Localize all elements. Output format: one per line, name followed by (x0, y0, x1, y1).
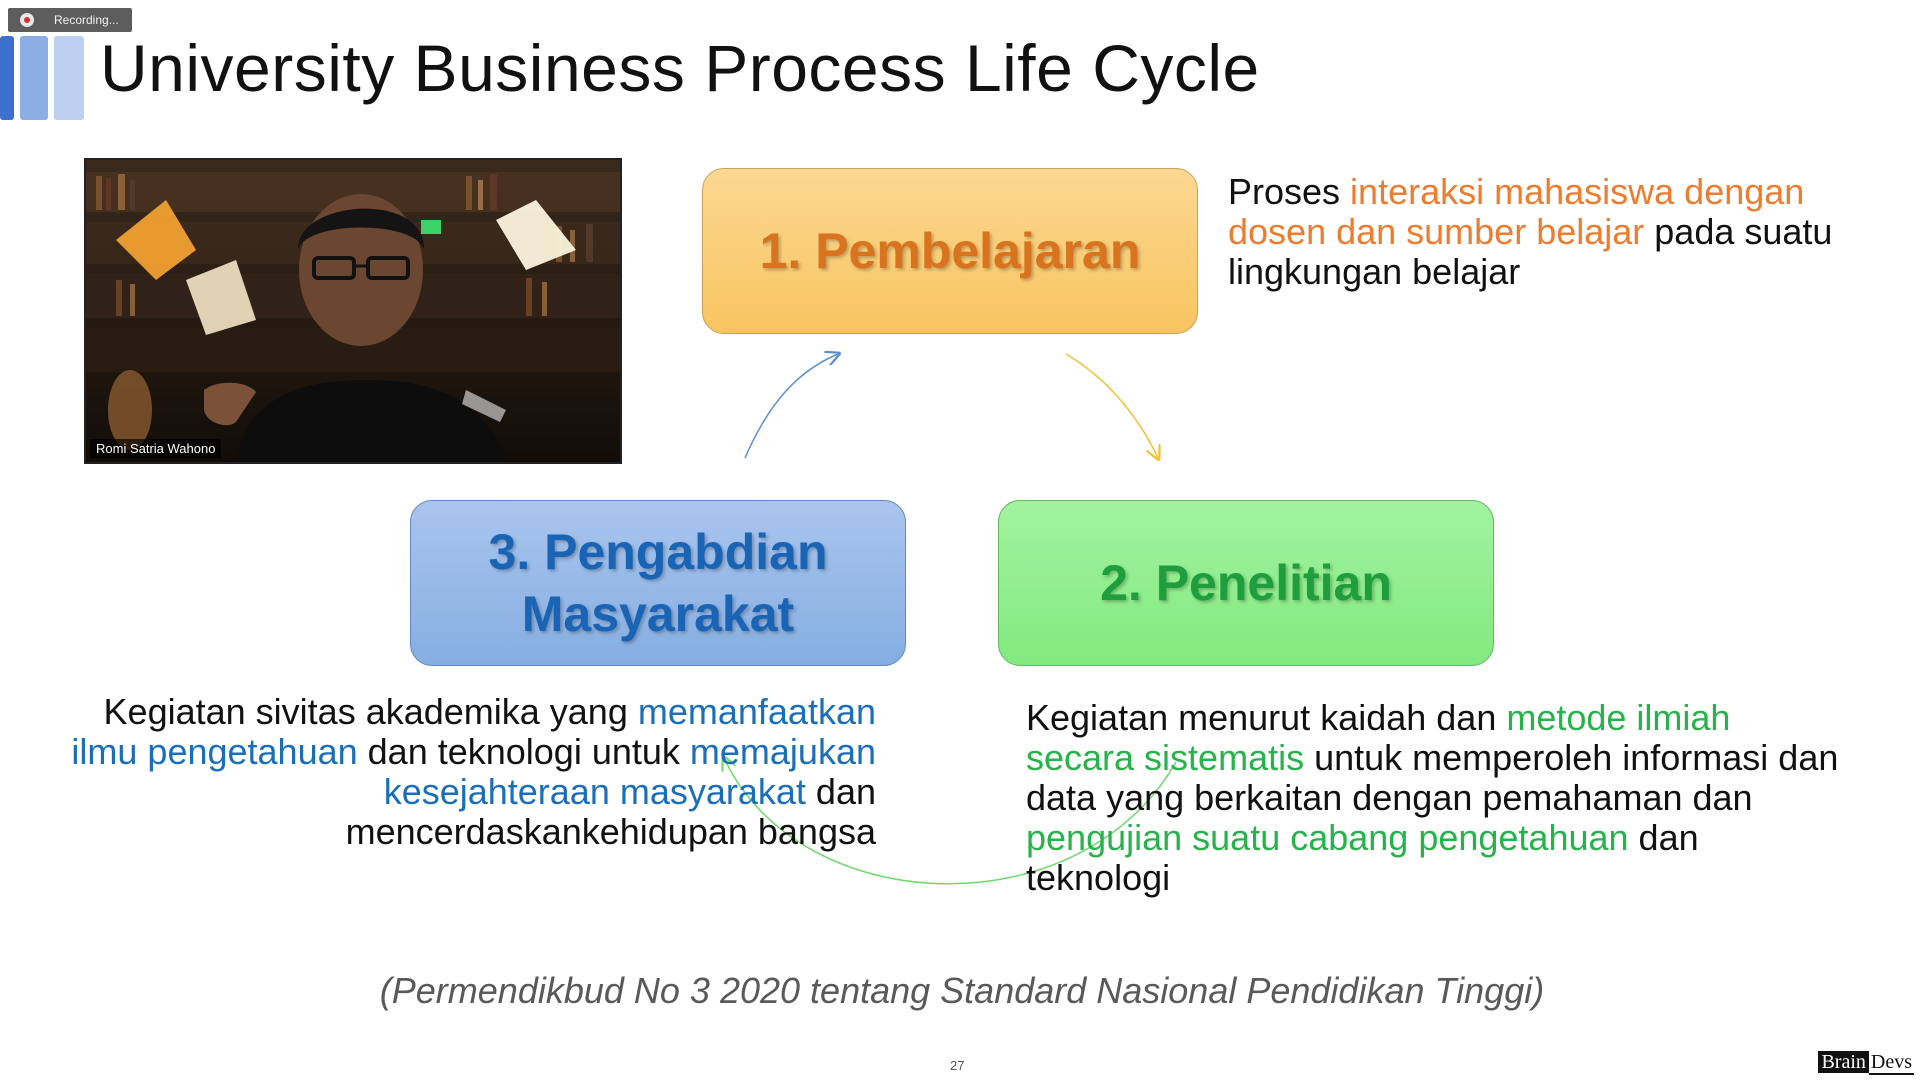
process-label-1: 1. Pembelajaran (759, 223, 1141, 279)
slide-title: University Business Process Life Cycle (100, 31, 1260, 105)
decorative-bar (0, 36, 14, 120)
recording-indicator[interactable]: Recording... (8, 8, 132, 32)
citation-source: (Permendikbud No 3 2020 tentang Standard… (379, 970, 1545, 1011)
speaker-video-frame (86, 160, 620, 462)
decorative-bar (54, 36, 84, 120)
highlight-text: memajukan kesejahteraan masyarakat (383, 731, 876, 812)
decorative-bar (20, 36, 48, 120)
arrow-3-to-1 (744, 354, 838, 459)
description-penelitian: Kegiatan menurut kaidah dan metode ilmia… (1026, 697, 1839, 898)
description-pembelajaran: Proses interaksi mahasiswa dengan dosen … (1228, 171, 1833, 292)
process-label-3-line2: Masyarakat (521, 586, 795, 642)
highlight-text: metode ilmiah secara sistematis (1026, 697, 1731, 778)
process-label-2: 2. Penelitian (1100, 555, 1392, 611)
speaker-name-label: Romi Satria Wahono (90, 439, 222, 458)
description-pengabdian: Kegiatan sivitas akademika yang memanfaa… (71, 691, 876, 852)
arrow-1-to-2 (1065, 353, 1158, 458)
process-label-3-line1: 3. Pengabdian (488, 524, 828, 580)
process-box-pembelajaran: 1. Pembelajaran (702, 168, 1198, 334)
highlight-text: interaksi mahasiswa dengan dosen dan sum… (1228, 171, 1805, 252)
recording-icon (20, 13, 34, 27)
highlight-text: pengujian suatu cabang pengetahuan (1026, 817, 1629, 858)
process-box-pengabdian: 3. Pengabdian Masyarakat (410, 500, 906, 666)
process-box-penelitian: 2. Penelitian (998, 500, 1494, 666)
participant-video[interactable]: Romi Satria Wahono (84, 158, 622, 464)
highlight-text: memanfaatkan ilmu pengetahuan (71, 691, 876, 772)
recording-label: Recording... (54, 13, 119, 27)
page-number: 27 (950, 1058, 965, 1073)
